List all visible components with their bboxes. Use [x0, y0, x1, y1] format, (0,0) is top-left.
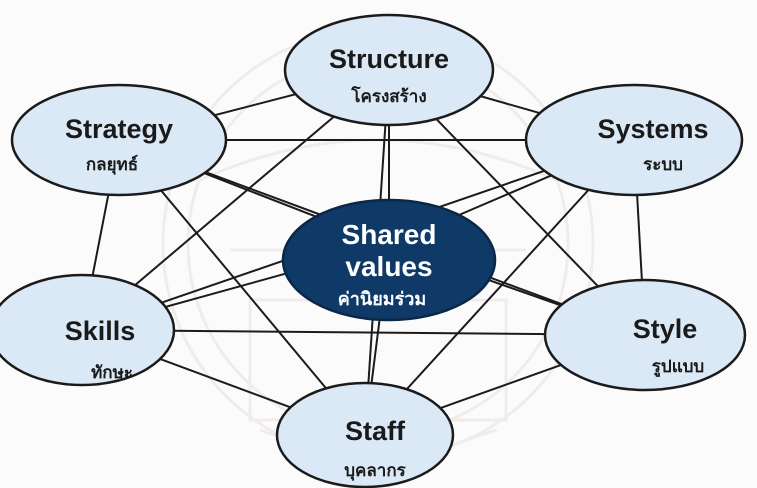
- node-structure-subtitle: โครงสร้าง: [350, 86, 426, 107]
- node-strategy-subtitle: กลยุทธ์: [86, 154, 138, 175]
- node-style-ellipse: [543, 278, 747, 392]
- node-staff-title: Staff: [345, 416, 406, 446]
- node-shared-values-subtitle: ค่านิยมร่วม: [338, 289, 427, 310]
- node-staff: Staff บุคลากร: [275, 381, 455, 488]
- node-skills: Skills ทักษะ: [0, 273, 176, 387]
- node-strategy: Strategy กลยุทธ์: [10, 83, 228, 197]
- node-shared-values-ellipse: [281, 198, 497, 322]
- node-style-subtitle: รูปแบบ: [652, 357, 704, 378]
- node-skills-subtitle: ทักษะ: [91, 363, 133, 383]
- node-skills-title: Skills: [65, 316, 136, 346]
- node-staff-ellipse: [275, 381, 455, 488]
- node-structure-title: Structure: [329, 44, 449, 74]
- node-systems-subtitle: ระบบ: [643, 155, 683, 175]
- node-shared-values: Shared values ค่านิยมร่วม: [281, 198, 497, 322]
- node-strategy-title: Strategy: [65, 114, 173, 144]
- node-systems-title: Systems: [597, 114, 708, 144]
- node-shared-values-title-line2: values: [345, 251, 432, 282]
- node-staff-subtitle: บุคลากร: [344, 461, 406, 481]
- node-style-title: Style: [633, 314, 698, 344]
- node-systems-ellipse: [524, 83, 744, 197]
- node-systems: Systems ระบบ: [524, 83, 744, 197]
- node-strategy-ellipse: [10, 83, 228, 197]
- node-structure: Structure โครงสร้าง: [283, 13, 495, 127]
- node-skills-ellipse: [0, 273, 176, 387]
- node-structure-ellipse: [283, 13, 495, 127]
- node-shared-values-title-line1: Shared: [342, 219, 437, 250]
- node-style: Style รูปแบบ: [543, 278, 747, 392]
